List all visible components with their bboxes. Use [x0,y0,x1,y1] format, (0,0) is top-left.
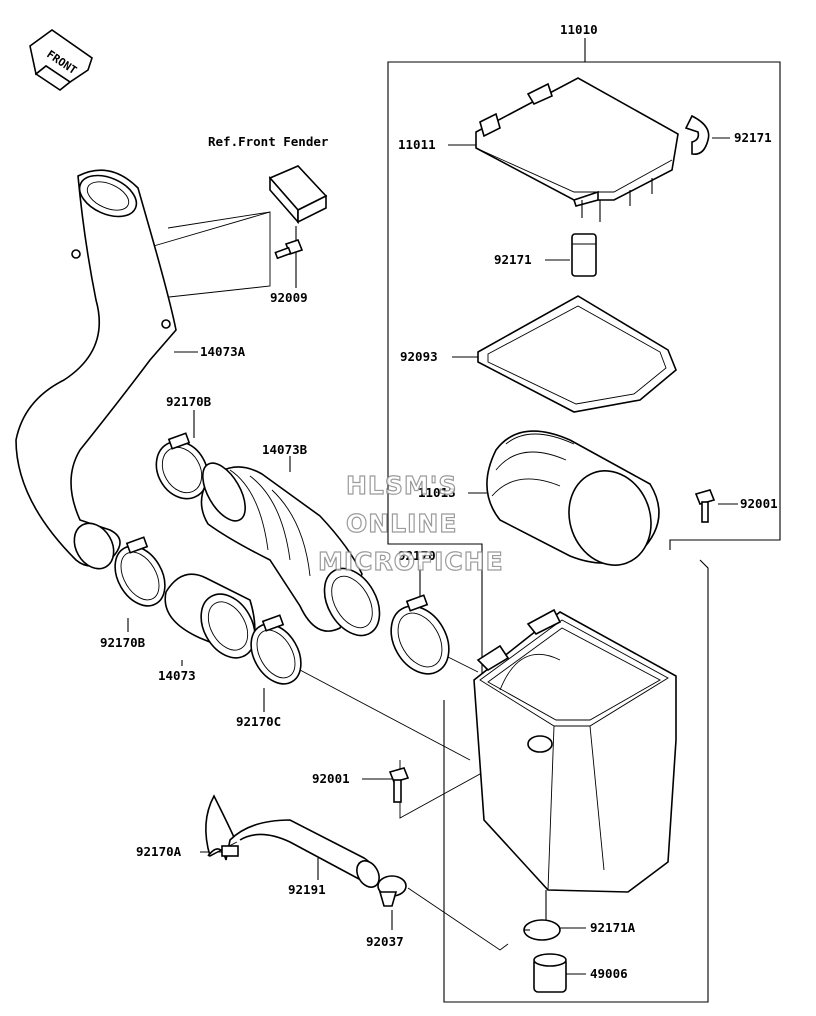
label-92170A: 92170A [136,844,182,859]
sleeve-92171 [571,233,597,277]
watermark-line-3: MICROFICHE [318,547,504,576]
bolt-92009 [274,239,304,260]
label-92191: 92191 [288,882,326,897]
bolt-92001-mid [388,767,410,803]
label-92170B-left: 92170B [100,635,146,650]
clamp-92170B-left [114,536,166,607]
group-bracket-11010 [387,38,781,1003]
watermark-line-1: HLSM'S [346,471,457,500]
label-92001-right: 92001 [740,496,778,511]
watermark: HLSM'S ONLINE MICROFICHE [317,470,504,576]
clip-92170A [221,845,239,857]
label-92001-mid: 92001 [312,771,350,786]
clip-92171-top [684,114,710,156]
intake-duct-14073 [164,573,256,659]
label-11010: 11010 [560,22,598,37]
front-direction-arrow-icon: FRONT [29,29,93,91]
drain-cap-49006 [533,953,567,993]
air-box-housing [473,608,677,920]
leader-lines [127,137,738,975]
label-49006: 49006 [590,966,628,981]
intake-duct-14073B [200,462,381,637]
label-11013: 11013 [418,485,456,500]
label-92037: 92037 [366,934,404,949]
clamp-92037 [377,875,407,907]
part-labels: 11010 11011 92171 92171 92093 11013 9200… [100,22,778,981]
watermark-line-2: ONLINE [346,509,457,538]
air-box-cover [475,77,679,222]
clamp-92170B-top [155,432,209,500]
clamp-92170C [250,614,302,685]
label-92009: 92009 [270,290,308,305]
intake-duct-14073A [15,169,177,570]
reference-front-fender: Ref.Front Fender [208,134,329,149]
clamp-92170 [390,594,450,675]
label-92093: 92093 [400,349,438,364]
label-92170C: 92170C [236,714,281,729]
label-14073A: 14073A [200,344,246,359]
label-92170B-top: 92170B [166,394,212,409]
air-filter-element [486,430,660,566]
label-11011: 11011 [398,137,436,152]
hose-92191 [205,794,380,888]
bolt-92001-right [694,489,716,523]
clip-92171A [523,919,561,941]
gasket-92093 [477,295,677,413]
label-92171-top: 92171 [734,130,772,145]
front-fender-reference-block [268,165,328,225]
label-92170: 92170 [398,548,436,563]
label-14073: 14073 [158,668,196,683]
label-92171-mid: 92171 [494,252,532,267]
label-14073B: 14073B [262,442,308,457]
label-92171A: 92171A [590,920,636,935]
